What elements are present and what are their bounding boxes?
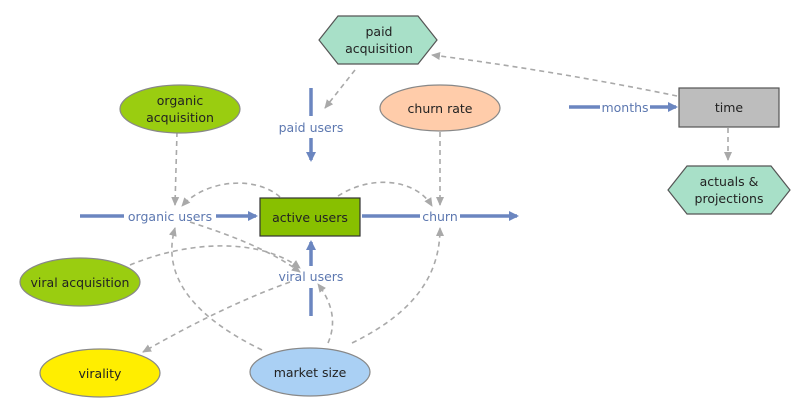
link-market-size-to-organic-users [168, 227, 263, 351]
link-active-users-to-churn [337, 181, 433, 207]
time-label: time [715, 100, 744, 115]
node-paid-acquisition[interactable]: paid acquisition [318, 15, 438, 65]
months-label: months [601, 100, 648, 115]
node-active-users[interactable]: active users [259, 197, 361, 237]
node-churn-rate[interactable]: churn rate [379, 84, 501, 132]
link-market-size-to-churn [351, 227, 444, 344]
organic-acquisition-label-2: acquisition [146, 110, 214, 125]
link-time-to-paid-acquisition [431, 52, 678, 97]
active-users-label: active users [272, 210, 348, 225]
paid-acquisition-label-2: acquisition [345, 41, 413, 56]
organic-acquisition-label-1: organic [157, 93, 204, 108]
node-viral-acquisition[interactable]: viral acquisition [19, 257, 141, 307]
node-actuals-projections[interactable]: actuals & projections [667, 165, 791, 215]
churn-rate-label: churn rate [408, 101, 473, 116]
link-market-size-to-viral-users [317, 283, 334, 344]
churn-label: churn [422, 209, 458, 224]
paid-users-label: paid users [279, 120, 344, 135]
node-virality[interactable]: virality [39, 348, 161, 398]
actuals-label-2: projections [695, 191, 764, 206]
link-organic-to-viral [189, 221, 301, 273]
organic-users-label: organic users [128, 209, 212, 224]
dependency-links [129, 52, 732, 353]
paid-acquisition-label-1: paid [365, 24, 392, 39]
actuals-label-1: actuals & [700, 174, 759, 189]
node-market-size[interactable]: market size [249, 347, 371, 397]
node-organic-acquisition[interactable]: organic acquisition [119, 84, 241, 134]
virality-label: virality [79, 366, 123, 381]
viral-users-label: viral users [279, 269, 344, 284]
node-time[interactable]: time [678, 87, 780, 128]
link-organic-acquisition-to-organic-users [171, 131, 180, 206]
link-paid-acquisition-to-paid-users [324, 69, 356, 109]
link-viral-users-to-virality [142, 281, 291, 353]
link-active-users-to-organic-users [181, 182, 281, 207]
viral-acquisition-label: viral acquisition [31, 275, 130, 290]
market-size-label: market size [274, 365, 347, 380]
